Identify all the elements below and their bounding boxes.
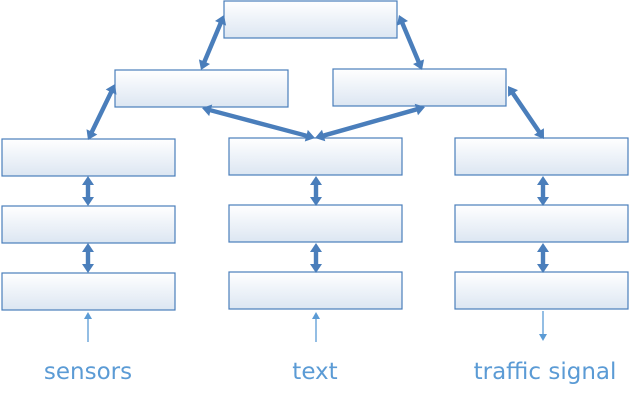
left-column-box-1 bbox=[1, 138, 176, 177]
left-column-box-2 bbox=[1, 205, 176, 244]
arrow-middle-right-to-center bbox=[315, 103, 425, 142]
center-column-box-3 bbox=[228, 271, 403, 310]
arrow-top-to-middle-left bbox=[198, 15, 227, 70]
arrow-center-column-1-2 bbox=[310, 176, 322, 206]
traffic-signal-label: traffic signal bbox=[473, 359, 617, 385]
right-column-box-1 bbox=[454, 137, 629, 176]
middle-right-node-box bbox=[332, 68, 507, 107]
middle-left-node-box bbox=[114, 69, 289, 108]
sensors-input-arrow bbox=[84, 312, 92, 342]
arrow-left-column-2-3 bbox=[82, 243, 94, 273]
arrow-middle-left-to-center bbox=[202, 104, 315, 142]
sensors-label: sensors bbox=[43, 359, 133, 385]
arrow-left-column-1-2 bbox=[82, 176, 94, 206]
center-column-box-1 bbox=[228, 137, 403, 176]
right-column-box-2 bbox=[454, 204, 629, 243]
arrow-right-column-1-2 bbox=[537, 176, 549, 206]
right-column-box-3 bbox=[454, 271, 629, 310]
arrow-middle-right-to-right-column bbox=[508, 86, 544, 139]
arrow-right-column-2-3 bbox=[537, 243, 549, 273]
center-column-box-2 bbox=[228, 204, 403, 243]
arrow-center-column-2-3 bbox=[310, 243, 322, 273]
top-node-box bbox=[223, 0, 398, 39]
arrow-top-to-middle-right bbox=[396, 15, 425, 70]
arrow-middle-left-to-left-column bbox=[86, 84, 117, 140]
text-input-arrow bbox=[312, 312, 320, 342]
left-column-box-3 bbox=[1, 272, 176, 311]
text-label: text bbox=[292, 359, 338, 385]
traffic-signal-output-arrow bbox=[539, 311, 547, 341]
